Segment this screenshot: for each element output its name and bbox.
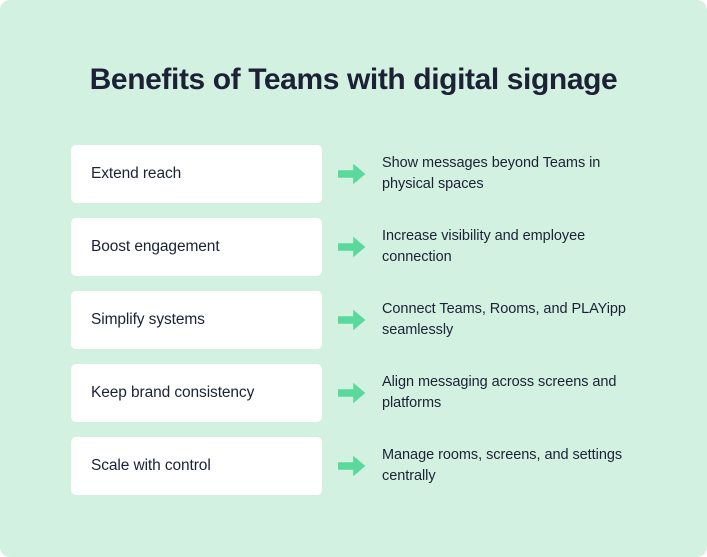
- benefit-card-label: Simplify systems: [91, 310, 205, 328]
- benefit-detail-text: Align messaging across screens and platf…: [382, 374, 617, 411]
- benefit-card-4[interactable]: Keep brand consistency: [71, 364, 322, 422]
- benefit-detail-text: Show messages beyond Teams in physical s…: [382, 155, 601, 192]
- arrow-cell: [322, 236, 382, 258]
- list-item: Scale with control Manage rooms, screens…: [71, 437, 636, 495]
- benefit-card-1[interactable]: Extend reach: [71, 145, 322, 203]
- arrow-right-icon: [338, 236, 366, 258]
- benefits-list: Extend reach Show messages beyond Teams …: [71, 145, 636, 495]
- benefit-card-label: Scale with control: [91, 456, 211, 474]
- benefit-detail-text: Increase visibility and employee connect…: [382, 228, 586, 265]
- arrow-right-icon: [338, 455, 366, 477]
- page-title: Benefits of Teams with digital signage: [89, 63, 618, 96]
- benefit-card-5[interactable]: Scale with control: [71, 437, 322, 495]
- arrow-cell: [322, 309, 382, 331]
- arrow-right-icon: [338, 382, 366, 404]
- arrow-cell: [322, 455, 382, 477]
- benefit-card-label: Keep brand consistency: [91, 383, 255, 401]
- arrow-right-icon: [338, 163, 366, 185]
- list-item: Keep brand consistency Align messaging a…: [71, 364, 636, 422]
- list-item: Extend reach Show messages beyond Teams …: [71, 145, 636, 203]
- list-item: Simplify systems Connect Teams, Rooms, a…: [71, 291, 636, 349]
- benefit-card-label: Boost engagement: [91, 237, 220, 255]
- benefit-detail-text: Connect Teams, Rooms, and PLAYipp seamle…: [382, 301, 626, 338]
- benefit-card-3[interactable]: Simplify systems: [71, 291, 322, 349]
- benefit-card-2[interactable]: Boost engagement: [71, 218, 322, 276]
- list-item: Boost engagement Increase visibility and…: [71, 218, 636, 276]
- arrow-right-icon: [338, 309, 366, 331]
- arrow-cell: [322, 163, 382, 185]
- arrow-cell: [322, 382, 382, 404]
- benefit-detail-text: Manage rooms, screens, and settings cent…: [382, 447, 623, 484]
- benefit-card-label: Extend reach: [91, 164, 182, 182]
